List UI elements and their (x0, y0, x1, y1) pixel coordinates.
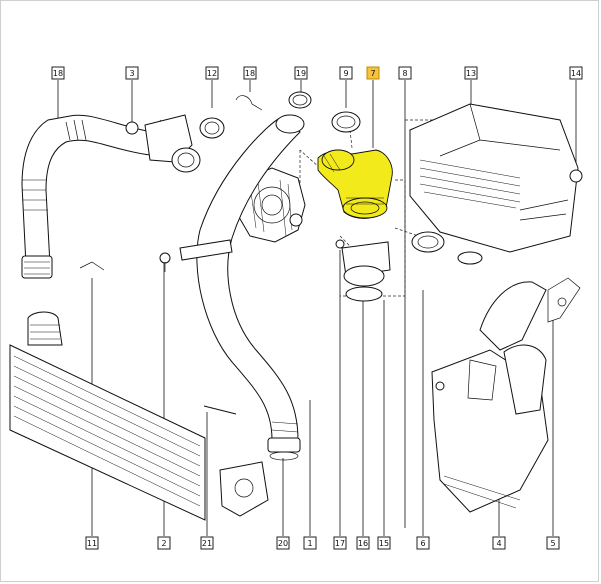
callout-c2: 2 (157, 536, 171, 550)
callout-c6: 6 (416, 536, 430, 550)
callout-boxes: 18 3 12 18 19 9 7 8 13 14 11 2 21 20 1 17 16 15 6 4 5 (51, 66, 583, 550)
callout-label: 12 (207, 69, 217, 78)
callout-box (276, 536, 290, 550)
callout-label: 5 (550, 539, 555, 548)
callout-box (398, 66, 412, 80)
callout-label: 9 (343, 69, 348, 78)
callout-label: 20 (278, 539, 288, 548)
callout-c12: 12 (205, 66, 219, 80)
callout-c7: 7 (366, 66, 380, 80)
callout-box (546, 536, 560, 550)
callout-label: 11 (87, 539, 97, 548)
callout-box (333, 536, 347, 550)
clamp-9 (331, 111, 361, 133)
callout-box (569, 66, 583, 80)
callout-box (339, 66, 353, 80)
rod (203, 405, 237, 415)
callout-box (125, 66, 139, 80)
callout-c19: 19 (294, 66, 308, 80)
callout-box (492, 536, 506, 550)
callout-label: 15 (379, 539, 389, 548)
callout-label: 3 (129, 69, 134, 78)
callout-box (51, 66, 65, 80)
callout-c13: 13 (464, 66, 478, 80)
callout-label: 7 (370, 69, 375, 78)
callout-box (205, 66, 219, 80)
callout-box (377, 536, 391, 550)
hose-upper-left (21, 114, 153, 279)
lower-fitting (335, 231, 445, 302)
callout-c21: 21 (200, 536, 214, 550)
hose-long-diagonal (196, 114, 305, 461)
callout-c5: 5 (546, 536, 560, 550)
callout-box (366, 66, 380, 80)
intercooler (9, 261, 269, 521)
callout-label: 19 (296, 69, 306, 78)
callout-c9: 9 (339, 66, 353, 80)
callout-label: 16 (358, 539, 368, 548)
callout-c20: 20 (276, 536, 290, 550)
callout-label: 8 (402, 69, 407, 78)
reservoir (431, 277, 581, 513)
callout-box (85, 536, 99, 550)
callout-label: 14 (571, 69, 581, 78)
clamp-flange (125, 114, 225, 173)
callout-c14: 14 (569, 66, 583, 80)
callout-box (200, 536, 214, 550)
callout-c17: 17 (333, 536, 347, 550)
callout-box (464, 66, 478, 80)
callout-box (303, 536, 317, 550)
callout-label: 4 (496, 539, 501, 548)
callout-c1: 1 (303, 536, 317, 550)
air-box (409, 103, 583, 265)
callout-box (157, 536, 171, 550)
callout-label: 18 (53, 69, 63, 78)
callout-box (356, 536, 370, 550)
clip-oring (235, 91, 312, 111)
callout-c18a: 18 (51, 66, 65, 80)
callout-label: 2 (161, 539, 166, 548)
callout-box (416, 536, 430, 550)
hose-highlighted-part-7 (317, 149, 393, 219)
bolt-bracket (159, 239, 233, 272)
callout-c4: 4 (492, 536, 506, 550)
callout-c18b: 18 (243, 66, 257, 80)
callout-label: 1 (307, 539, 312, 548)
callout-c16: 16 (356, 536, 370, 550)
callout-c8: 8 (398, 66, 412, 80)
callout-c15: 15 (377, 536, 391, 550)
callout-box (294, 66, 308, 80)
callout-label: 13 (466, 69, 476, 78)
callout-label: 17 (335, 539, 345, 548)
callout-label: 18 (245, 69, 255, 78)
callout-label: 6 (420, 539, 425, 548)
callout-c3: 3 (125, 66, 139, 80)
callout-label: 21 (202, 539, 212, 548)
callout-c11: 11 (85, 536, 99, 550)
callout-box (243, 66, 257, 80)
